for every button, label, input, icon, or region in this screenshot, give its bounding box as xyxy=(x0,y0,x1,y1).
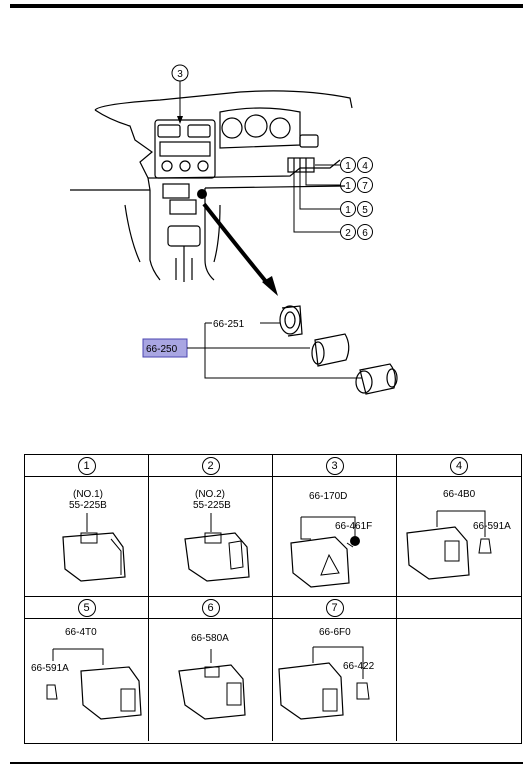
cell-7-label-0: 66-6F0 xyxy=(319,627,351,638)
callout-leaders xyxy=(293,164,340,233)
cell-2-label-1: 55-225B xyxy=(193,500,231,511)
callout-pair-1-7: 1 7 xyxy=(340,177,373,193)
bottom-rule xyxy=(10,762,523,764)
cell-4-label-1: 66-591A xyxy=(473,521,511,532)
switch-no1-drawing xyxy=(62,513,126,582)
switch-66-4b0-drawing xyxy=(406,510,492,580)
table-cell-3: 66-170D 66-461F xyxy=(273,477,397,597)
table-cell-1: (NO.1) 55-225B xyxy=(25,477,149,597)
table-header-6: 6 xyxy=(149,597,273,619)
arrow-head xyxy=(262,276,278,296)
cell-7-label-1: 66-422 xyxy=(343,661,375,672)
callout-pair-1-7-b: 7 xyxy=(362,181,368,192)
table-header-2: 2 xyxy=(149,455,273,477)
top-rule xyxy=(10,4,523,8)
cell-6-label-0: 66-580A xyxy=(191,633,229,644)
callout-pair-1-5: 1 5 xyxy=(340,201,373,217)
cell-1-label-0: (NO.1) xyxy=(73,489,103,500)
callout-pair-1-7-a: 1 xyxy=(345,181,351,192)
table-header-3: 3 xyxy=(273,455,397,477)
table-header-empty xyxy=(397,597,521,619)
callout-pair-1-4-a: 1 xyxy=(345,161,351,172)
table-cell-7: 66-6F0 66-422 xyxy=(273,619,397,741)
switch-66-4t0-drawing xyxy=(46,648,142,720)
hazard-switch-drawing xyxy=(290,516,360,588)
cell-4-label-0: 66-4B0 xyxy=(443,489,476,500)
table-header-4: 4 xyxy=(397,455,521,477)
cell-2-label-0: (NO.2) xyxy=(195,489,225,500)
table-header-5: 5 xyxy=(25,597,149,619)
pointer-arrow xyxy=(202,202,270,286)
dashboard-diagram: 3 1 4 1 7 1 5 2 6 xyxy=(70,64,398,395)
switch-no2-drawing xyxy=(184,513,250,582)
lighter-socket-dot xyxy=(197,189,207,199)
part-label-66-251: 66-251 xyxy=(213,319,245,330)
callout-pair-2-6-a: 2 xyxy=(345,228,351,239)
table-header-1: 1 xyxy=(25,455,149,477)
parts-table: 1 2 3 4 (NO.1) 55-225B (NO.2) 55-225B 66… xyxy=(24,454,522,744)
switch-66-580a-drawing xyxy=(178,649,246,720)
callout-3-label: 3 xyxy=(177,69,183,80)
table-cell-6: 66-580A xyxy=(149,619,273,741)
callout-pair-2-6: 2 6 xyxy=(340,224,373,240)
table-cell-4: 66-4B0 66-591A xyxy=(397,477,521,597)
cell-3-label-1: 66-461F xyxy=(335,521,373,532)
callout-3-arrowhead xyxy=(177,116,183,124)
table-header-7: 7 xyxy=(273,597,397,619)
cell-5-label-0: 66-4T0 xyxy=(65,627,97,638)
cell-5-label-1: 66-591A xyxy=(31,663,69,674)
leader-66-250 xyxy=(187,323,362,379)
cell-1-label-1: 55-225B xyxy=(69,500,107,511)
table-cell-2: (NO.2) 55-225B xyxy=(149,477,273,597)
table-cell-empty xyxy=(397,619,521,741)
cell-3-label-0: 66-170D xyxy=(309,491,348,502)
switch-66-6f0-drawing xyxy=(278,646,370,720)
lighter-parts xyxy=(279,305,398,395)
callout-pair-1-5-a: 1 xyxy=(345,205,351,216)
part-label-66-250: 66-250 xyxy=(146,344,178,355)
table-cell-5: 66-4T0 66-591A xyxy=(25,619,149,741)
callout-pair-1-4: 1 4 xyxy=(340,157,373,173)
callout-pair-1-5-b: 5 xyxy=(362,205,368,216)
dashboard-outline xyxy=(70,90,353,282)
callout-pair-1-4-b: 4 xyxy=(362,161,368,172)
callout-pair-2-6-b: 6 xyxy=(362,228,368,239)
